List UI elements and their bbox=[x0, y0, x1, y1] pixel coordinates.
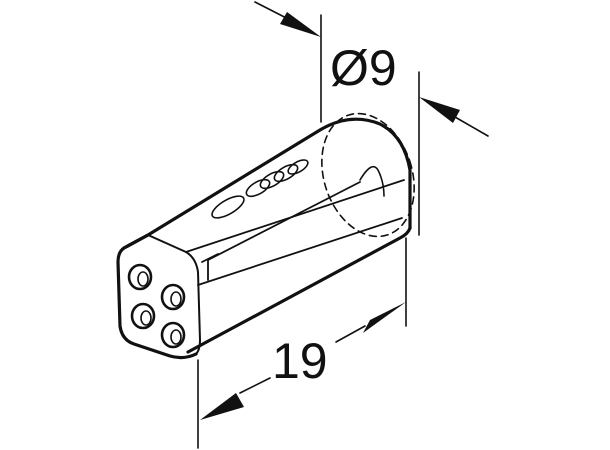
diameter-label: Ø9 bbox=[330, 40, 397, 96]
grip-ridges bbox=[211, 159, 309, 219]
pin-sockets bbox=[127, 263, 186, 349]
arrow-icon bbox=[363, 302, 406, 333]
arrow-icon bbox=[200, 393, 244, 420]
pin-socket bbox=[160, 321, 186, 349]
pin-socket bbox=[130, 302, 156, 330]
pin-socket bbox=[160, 283, 186, 311]
pin-socket bbox=[127, 263, 153, 291]
diameter-dimension: Ø9 bbox=[254, 1, 489, 236]
arrow-icon bbox=[280, 12, 321, 37]
length-dimension: 19 bbox=[197, 237, 407, 449]
arrow-icon bbox=[419, 97, 460, 123]
connector-body bbox=[116, 112, 415, 360]
hidden-end-outline bbox=[321, 112, 415, 238]
length-label: 19 bbox=[272, 333, 328, 389]
